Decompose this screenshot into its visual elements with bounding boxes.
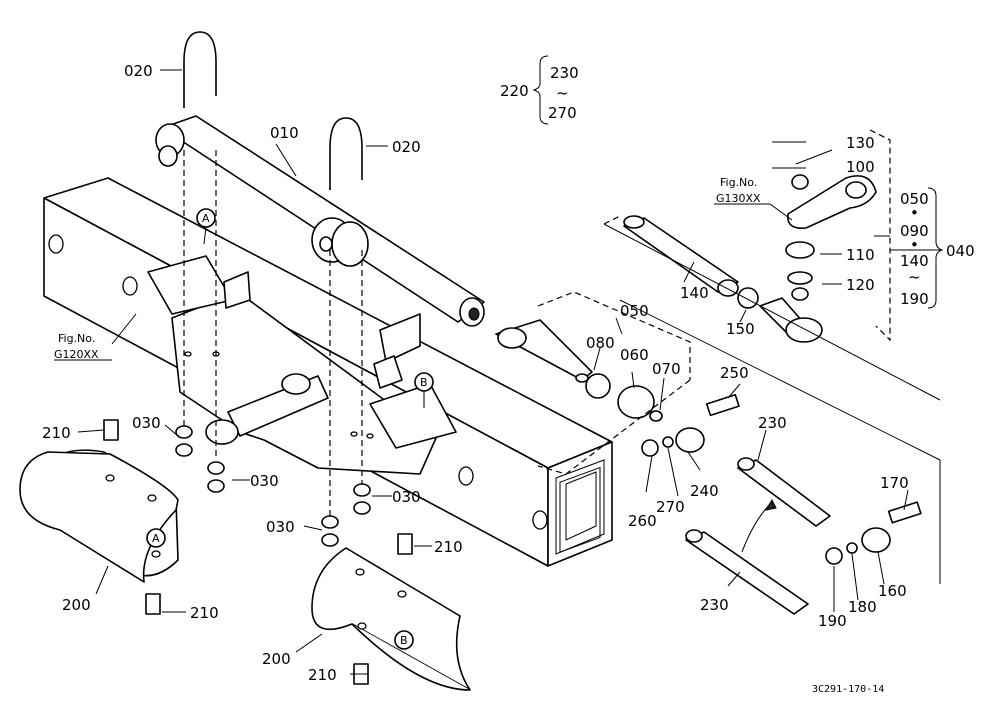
label-dot-1: •: [910, 204, 919, 222]
label-230-mid: 230: [758, 414, 787, 432]
part-labels: 020 020 010 220 230 ~ 270 130 100 050 • …: [42, 62, 975, 684]
fig-ref-g120-caption: Fig.No.: [58, 332, 95, 345]
label-190-right: 190: [900, 290, 929, 308]
marker-a-top-letter: A: [202, 212, 210, 225]
marker-b-bottom-letter: B: [400, 634, 408, 647]
tie-rod-040: [623, 149, 877, 343]
brace-220: [532, 55, 549, 125]
label-070: 070: [652, 360, 681, 378]
label-210-right: 210: [434, 538, 463, 556]
label-050-right: 050: [900, 190, 929, 208]
cover-right: [311, 533, 471, 691]
fig-ref-g120: Fig.No. G120XX: [54, 332, 112, 361]
marker-b-top-letter: B: [420, 376, 428, 389]
label-020-left: 020: [124, 62, 153, 80]
label-010: 010: [270, 124, 299, 142]
label-230-top: 230: [550, 64, 579, 82]
label-210-bottomleft: 210: [190, 604, 219, 622]
label-130: 130: [846, 134, 875, 152]
label-tilde-220: ~: [556, 84, 569, 102]
label-110: 110: [846, 246, 875, 264]
marker-b-bottom: B: [394, 630, 414, 650]
label-200-left: 200: [62, 596, 91, 614]
label-060: 060: [620, 346, 649, 364]
label-270-mid: 270: [656, 498, 685, 516]
label-080: 080: [586, 334, 615, 352]
label-020-right: 020: [392, 138, 421, 156]
label-230-bottom: 230: [700, 596, 729, 614]
label-210-bottom: 210: [308, 666, 337, 684]
label-040: 040: [946, 242, 975, 260]
label-050-left: 050: [620, 302, 649, 320]
label-250: 250: [720, 364, 749, 382]
label-120: 120: [846, 276, 875, 294]
nuts-030: [175, 425, 371, 547]
dashed-box-040: [603, 129, 941, 401]
steering-cylinder: [155, 115, 485, 327]
label-140-right: 140: [900, 252, 929, 270]
label-030-b: 030: [250, 472, 279, 490]
leader-lines: [77, 69, 940, 675]
marker-b-top: B: [414, 372, 434, 408]
label-tilde-040: ~: [908, 268, 921, 286]
label-270-top: 270: [548, 104, 577, 122]
tie-rod-050: [495, 319, 663, 422]
fig-ref-g130: Fig.No. G130XX: [714, 176, 770, 205]
label-030-c: 030: [392, 488, 421, 506]
marker-a-top: A: [196, 208, 216, 245]
marker-a-bottom: A: [146, 528, 166, 548]
label-140-left: 140: [680, 284, 709, 302]
label-dot-2: •: [910, 236, 919, 254]
fig-ref-g120-code: G120XX: [54, 348, 99, 361]
label-220: 220: [500, 82, 529, 100]
marker-a-bottom-letter: A: [152, 532, 160, 545]
fig-ref-g130-caption: Fig.No.: [720, 176, 757, 189]
mounting-plate: [147, 255, 457, 475]
label-210-topleft: 210: [42, 424, 71, 442]
u-bolt-right: [329, 117, 363, 520]
cover-left: [19, 419, 179, 615]
label-260: 260: [628, 512, 657, 530]
label-180: 180: [848, 598, 877, 616]
label-240: 240: [690, 482, 719, 500]
label-030-a: 030: [132, 414, 161, 432]
label-200-right: 200: [262, 650, 291, 668]
fig-ref-g130-code: G130XX: [716, 192, 761, 205]
label-090: 090: [900, 222, 929, 240]
brace-040: [927, 187, 944, 309]
label-030-d: 030: [266, 518, 295, 536]
label-100: 100: [846, 158, 875, 176]
label-160: 160: [878, 582, 907, 600]
tie-rod-230: [641, 393, 922, 615]
drawing-code: 3C291-170-14: [812, 684, 884, 695]
u-bolt-left: [183, 31, 217, 460]
outline-230: [619, 299, 941, 584]
label-190-bottom: 190: [818, 612, 847, 630]
dashed-box-050: [537, 291, 691, 475]
label-150: 150: [726, 320, 755, 338]
label-170: 170: [880, 474, 909, 492]
